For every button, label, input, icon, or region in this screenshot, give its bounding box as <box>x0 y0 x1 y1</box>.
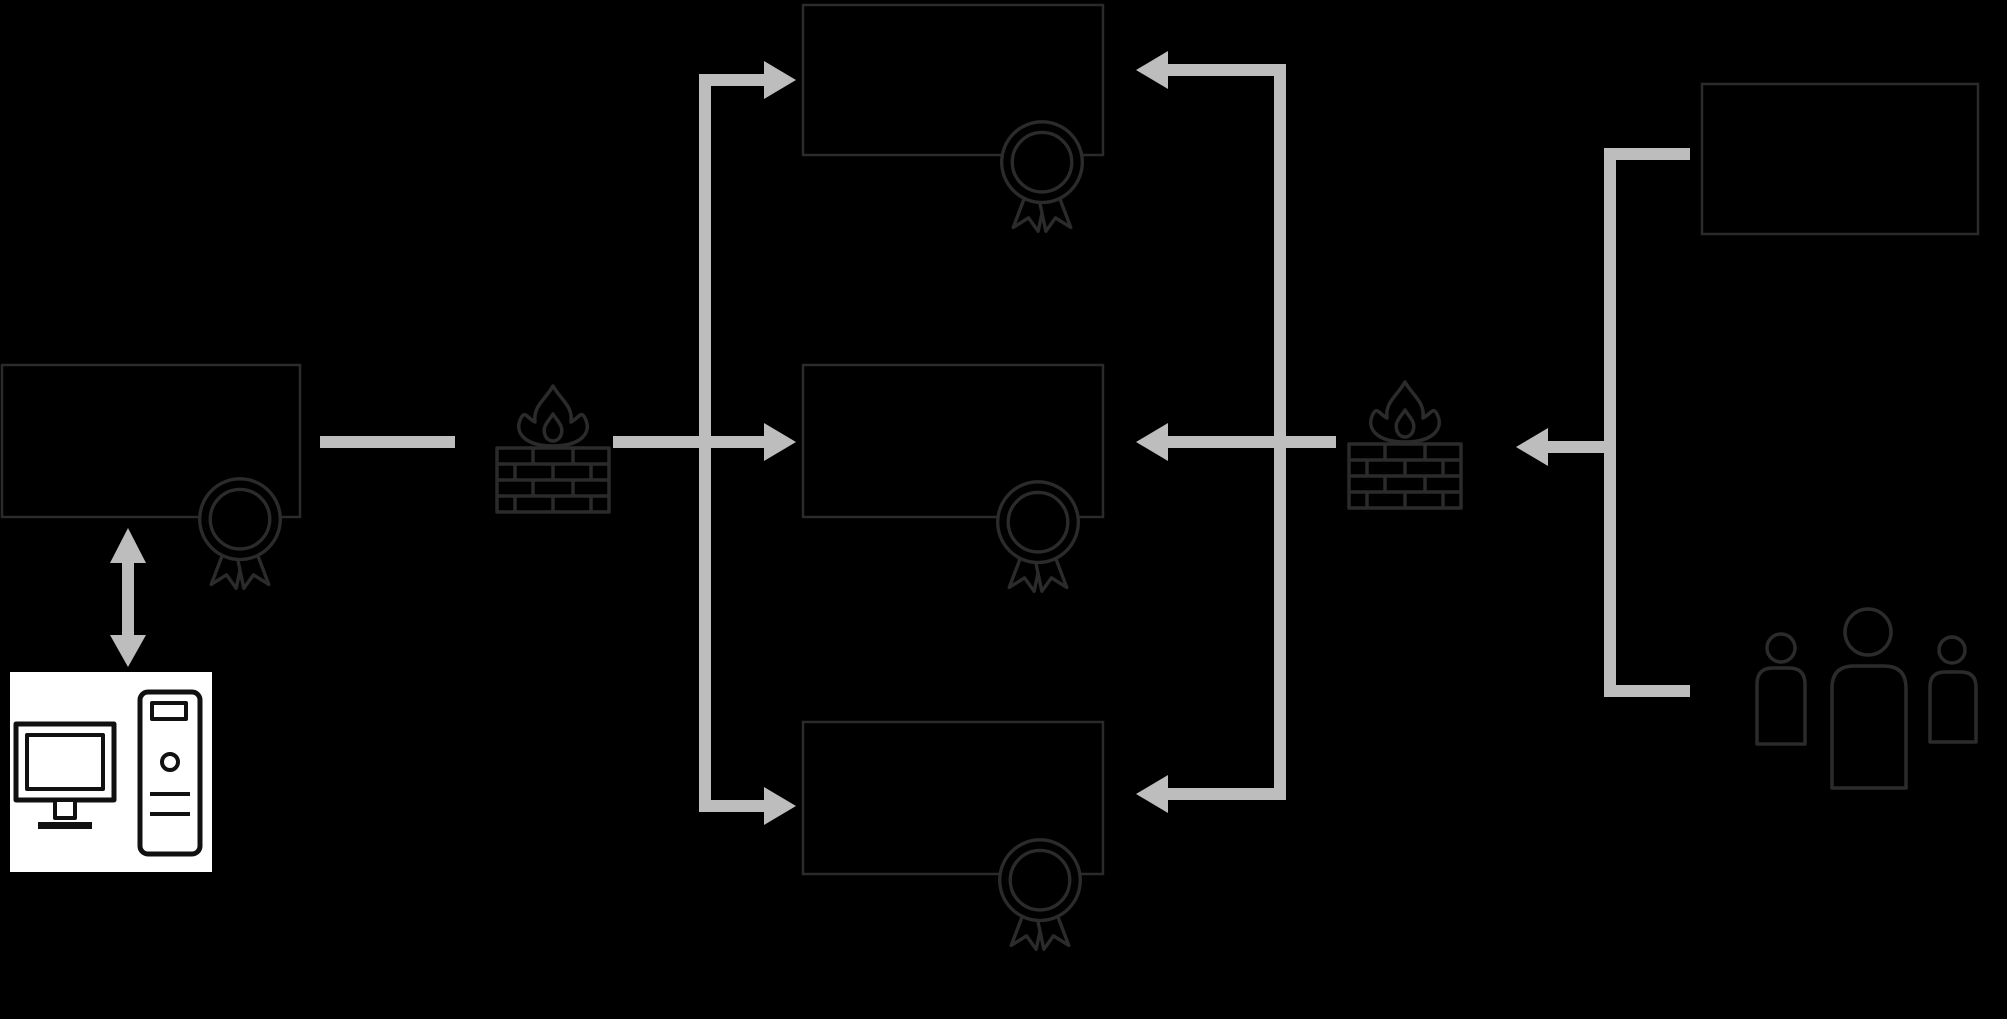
certificate-icon <box>995 480 1081 593</box>
certificate-icon <box>997 838 1083 951</box>
user-left-head <box>1765 632 1797 664</box>
node-layer <box>0 3 1980 876</box>
arrow-to-bottom-server-head <box>764 787 796 825</box>
firewall-icon <box>1347 380 1463 510</box>
arrow-to-middle-server-right-head <box>1136 423 1168 461</box>
arrow-to-bottom-server-right-head <box>1136 775 1168 813</box>
user-center-head <box>1843 607 1893 657</box>
certificate-icon <box>999 120 1085 233</box>
certificate-icon <box>197 477 283 590</box>
user-center-body <box>1830 664 1908 790</box>
right-box <box>1700 82 1980 236</box>
arrow-to-top-server-right-head <box>1136 51 1168 89</box>
monitor-stand <box>53 798 77 820</box>
workstation-link-up-head <box>110 528 146 563</box>
left-certificate-box <box>0 363 302 519</box>
connector-layer <box>110 51 1690 825</box>
user-left-body <box>1755 666 1807 746</box>
monitor-screen <box>25 733 105 791</box>
workstation-link-down-head <box>110 635 146 667</box>
arrow-to-middle-server-head <box>764 423 796 461</box>
tower-slot <box>150 701 188 721</box>
monitor-base <box>38 822 92 829</box>
arrow-to-right-firewall-head <box>1516 428 1548 466</box>
tower-power-button <box>160 752 180 772</box>
arrow-to-top-server-head <box>764 61 796 99</box>
users-icon <box>1755 607 1978 790</box>
user-right-body <box>1928 670 1978 744</box>
workstation-icon <box>10 672 212 872</box>
firewall-icon <box>495 384 611 514</box>
user-right-head <box>1937 635 1967 665</box>
